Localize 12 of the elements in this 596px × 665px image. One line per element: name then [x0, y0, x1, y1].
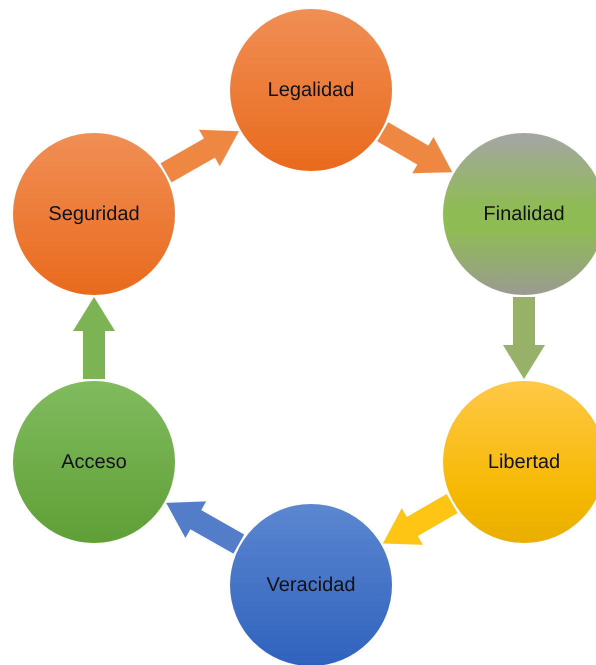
block-arrow — [166, 501, 244, 554]
block-arrow — [73, 297, 115, 379]
circle-label: Libertad — [488, 450, 560, 474]
circle-label: Veracidad — [266, 574, 356, 596]
block-arrow — [377, 122, 452, 174]
block-arrow — [382, 494, 458, 545]
block-arrow — [160, 130, 239, 182]
circle-label: Seguridad — [48, 202, 140, 226]
circle-label: Legalidad — [268, 78, 354, 102]
circle-label: Finalidad — [483, 202, 565, 226]
circle-label: Acceso — [61, 450, 127, 474]
block-arrow — [503, 297, 545, 379]
